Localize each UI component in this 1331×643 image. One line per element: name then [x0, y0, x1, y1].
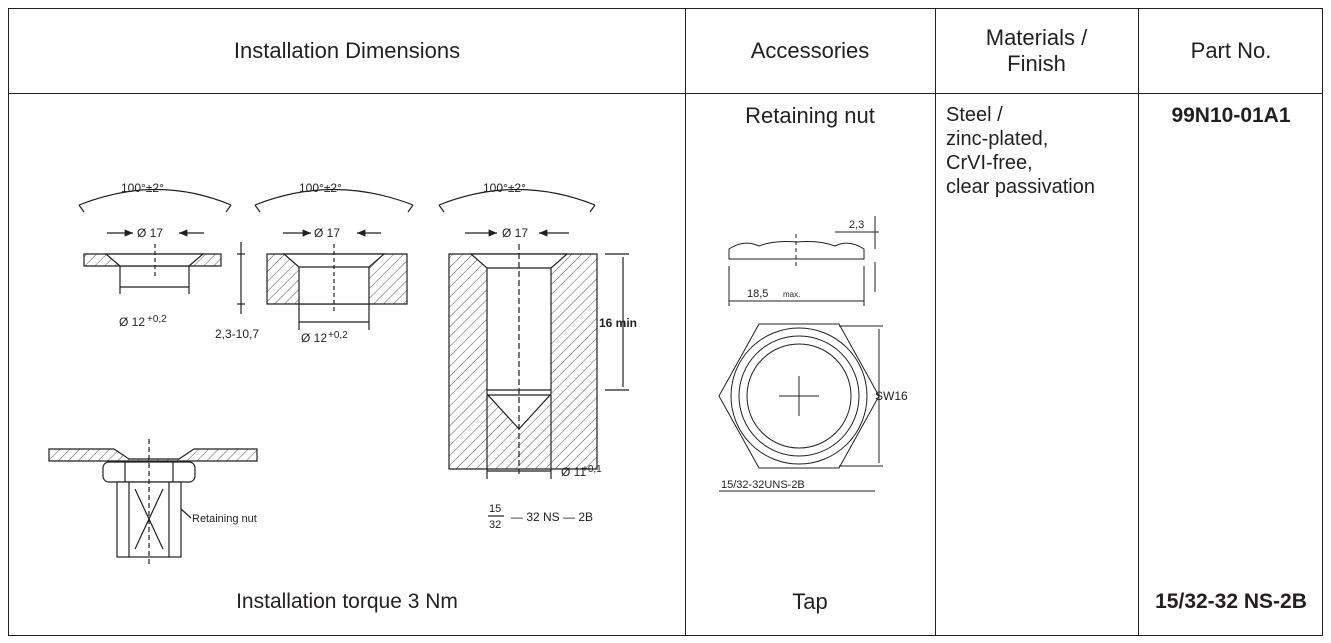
column-divider-2	[935, 9, 936, 635]
thread-denominator-label: 32	[489, 519, 501, 531]
thread-spec-label: — 32 NS — 2B	[511, 510, 593, 524]
dia12-tol-label-2: +0,2	[328, 330, 348, 341]
depth-label: 16 min	[599, 316, 637, 330]
dia17-label-1: Ø 17	[137, 226, 163, 240]
nut-thread-label: 15/32-32UNS-2B	[721, 479, 805, 491]
materials-finish-text: Steel / zinc-plated, CrVI-free, clear pa…	[946, 104, 1095, 198]
header-part-no: Part No.	[1190, 38, 1272, 63]
accessory-tap: Tap	[792, 589, 828, 614]
retaining-nut-drawing: 2,3 18,5 max. SW16 15/32-32UNS-2B	[718, 216, 908, 492]
dia12-label-1: Ø 12	[119, 315, 145, 329]
thread-numerator-label: 15	[489, 503, 501, 515]
column-divider-1	[685, 9, 686, 635]
header-accessories: Accessories	[750, 38, 870, 63]
installed-assembly-drawing: Retaining nut	[48, 439, 258, 564]
angle-label-1: 100°±2°	[121, 181, 164, 195]
dia12-label-2: Ø 12	[301, 331, 327, 345]
dia12-tol-label-1: +0,2	[147, 314, 167, 325]
countersink-thick-plate-drawing: 100°±2° Ø 17 2,3-10,7 Ø 12 +0,2	[215, 181, 414, 345]
accessory-retaining-nut: Retaining nut	[745, 103, 875, 128]
angle-label-2: 100°±2°	[299, 181, 342, 195]
dia11-label: Ø 11	[561, 465, 586, 479]
angle-label-3: 100°±2°	[483, 181, 526, 195]
threaded-blind-hole-drawing: 100°±2° Ø 17 16 min Ø 11 +0,1 15 32 — 32…	[438, 181, 637, 531]
nut-height-label: 2,3	[849, 219, 864, 231]
countersink-sheet-drawing: 100°±2° Ø 17 Ø 12 +0,2	[78, 181, 232, 329]
nut-width-suffix: max.	[783, 290, 800, 299]
header-installation-dimensions: Installation Dimensions	[233, 38, 461, 63]
header-materials-finish: Materials / Finish	[985, 25, 1088, 76]
wrench-size-label: SW16	[875, 389, 908, 403]
retaining-nut-callout: Retaining nut	[192, 513, 257, 525]
header-divider	[9, 93, 1322, 94]
installation-torque-caption: Installation torque 3 Nm	[236, 590, 458, 613]
installation-dimensions-drawing: 100°±2° Ø 17 Ø 12 +0,2 100°±2° Ø 17	[48, 181, 637, 564]
thickness-label: 2,3-10,7	[215, 327, 259, 341]
specification-table: Installation Dimensions Accessories Mate…	[8, 8, 1323, 636]
nut-width-label: 18,5	[747, 288, 768, 300]
dia17-label-3: Ø 17	[502, 226, 528, 240]
dia17-label-2: Ø 17	[314, 226, 340, 240]
dia11-tol-label: +0,1	[582, 464, 602, 475]
part-number-tap: 15/32-32 NS-2B	[1155, 590, 1307, 613]
column-divider-3	[1138, 9, 1139, 635]
part-number-retaining-nut: 99N10-01A1	[1171, 104, 1291, 127]
